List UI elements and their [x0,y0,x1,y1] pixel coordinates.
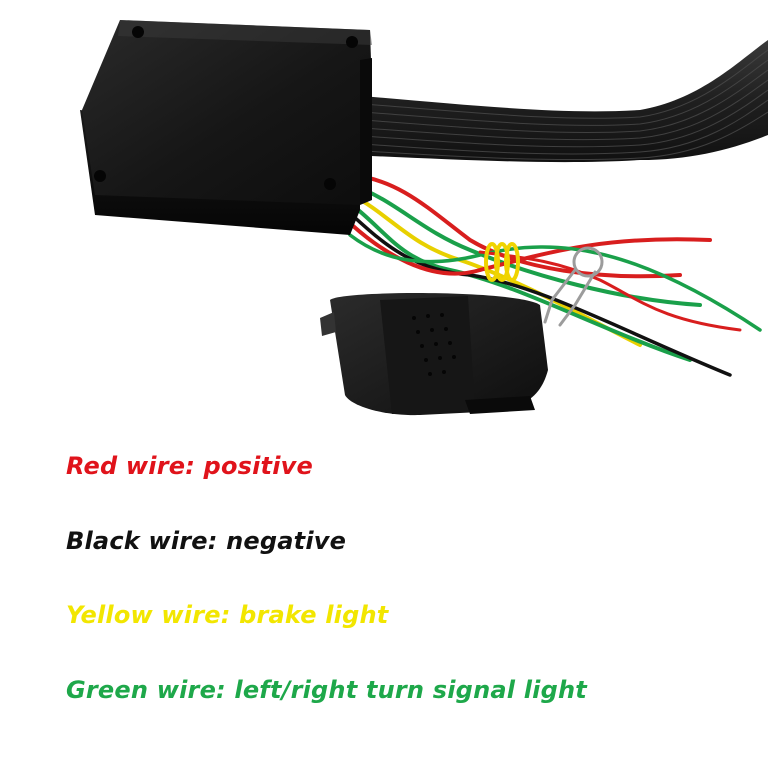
product-photo [80,20,768,416]
legend-green-wire: Green wire: left/right turn signal light [66,676,587,704]
legend-red-wire: Red wire: positive [66,452,313,480]
controller-box [80,20,372,235]
legend-black-wire: Black wire: negative [66,527,347,555]
remote-control [320,293,548,416]
wire-bundle [348,173,762,377]
legend-yellow-wire: Yellow wire: brake light [66,601,389,629]
ribbon-cable [349,40,768,163]
